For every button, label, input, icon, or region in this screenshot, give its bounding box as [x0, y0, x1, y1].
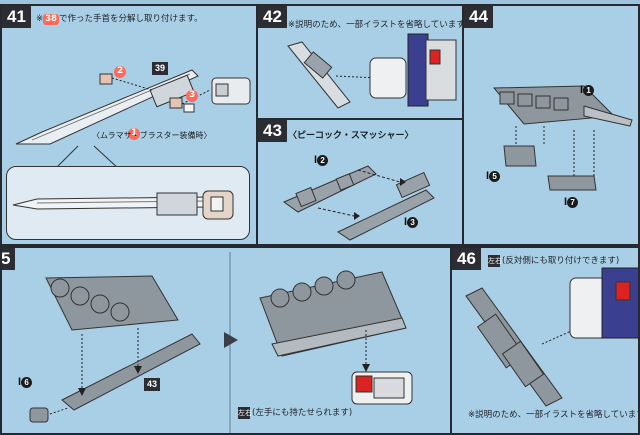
step-note-top: 左右(反対側にも取り付けできます): [488, 254, 620, 267]
callout-2: 2: [117, 66, 124, 76]
step-42-illustration: [287, 33, 457, 109]
step-note-bottom: ※説明のため、一部イラストを省略しています。: [468, 410, 640, 420]
part-tag-39: 39: [152, 62, 169, 75]
step-43-illustration: [282, 165, 435, 241]
step-caption: 〈ムラマサ・ブラスター装備時〉: [92, 131, 212, 140]
step-42-panel: 42 ※説明のため、一部イラストを省略しています。: [256, 4, 464, 120]
step-45-illustration: [29, 252, 413, 433]
step-note: 左右(左手にも持たせられます): [238, 406, 353, 419]
step-46-panel: 46 左右(反対側にも取り付けできます) ※説明のため、一部イラストを省略してい…: [450, 246, 640, 435]
step-title: 〈ピーコック・スマッシャー〉: [288, 131, 414, 141]
inset-illustration: [12, 190, 234, 220]
step-46-illustration: [465, 267, 638, 407]
callout-3: 3: [189, 90, 196, 100]
part-tag-43: 43: [144, 378, 161, 391]
detail-inset: [6, 166, 250, 240]
left-right-icon: 左右: [488, 254, 502, 267]
step-reference-badge: 38: [43, 14, 59, 25]
step-number: 5: [2, 248, 16, 270]
step-number: 44: [464, 6, 493, 28]
step-number: 41: [2, 6, 31, 28]
step-44-illustration: [492, 85, 633, 191]
step-number: 43: [258, 120, 287, 142]
callout-1: 1: [131, 128, 138, 138]
step-number: 42: [258, 6, 287, 28]
step-note: ※説明のため、一部イラストを省略しています。: [288, 20, 464, 30]
step-number: 46: [452, 248, 481, 270]
left-right-icon: 左右: [238, 406, 252, 419]
step-45-panel: 5: [0, 246, 452, 435]
step-41-illustration: [15, 66, 251, 171]
